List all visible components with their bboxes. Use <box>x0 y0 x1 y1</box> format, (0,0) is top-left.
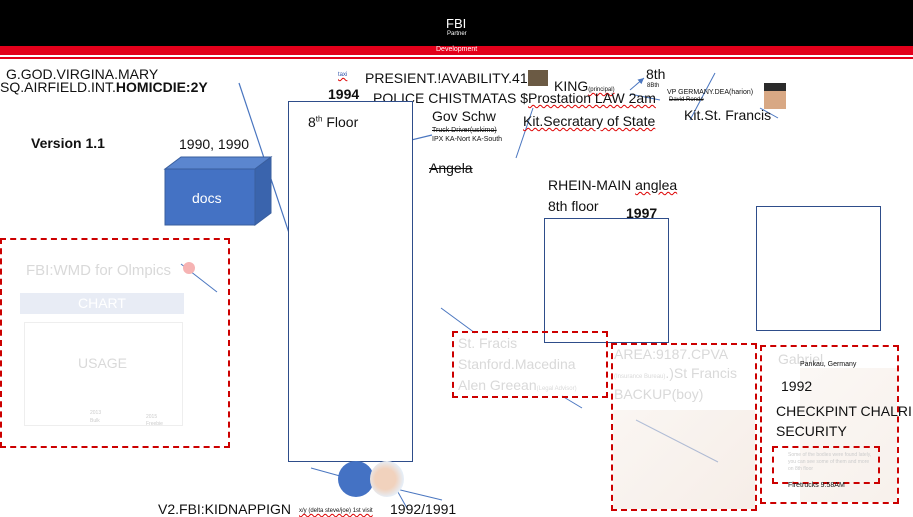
label-stanford: Stanford.Macedina <box>458 356 576 372</box>
label-truck: Truck Driver(uskimo) <box>432 127 497 134</box>
label-president: PRESIENT.!AVABILITY.41 <box>365 70 528 86</box>
version-label: Version 1.1 <box>31 135 105 151</box>
label-firetrucks: Firetrucks 9:58AM <box>788 482 845 489</box>
label-ipx: IPX KA-Nort KA-South <box>432 136 503 143</box>
wmd-chart-bar <box>20 293 184 314</box>
label-alen: Alen Greean(Legal Advisor) <box>458 377 577 393</box>
label-airfield: SQ.AIRFIELD.INT.HOMICDIE:2Y <box>0 79 208 95</box>
label-floor-text: Floor <box>326 114 359 130</box>
wmd-tick-1b: Bulk <box>90 418 100 424</box>
label-note-small: Some of the bodies were found lately, yo… <box>788 452 872 472</box>
label-king-text: KING <box>554 78 589 94</box>
label-area: AREA:9187.CPVA <box>614 346 729 362</box>
wmd-dot <box>183 262 195 274</box>
label-airfield-text: SQ.AIRFIELD.INT. <box>0 79 116 95</box>
gabriel-panel <box>760 345 899 504</box>
label-vp: VP GERMANY.DEA(harion) <box>667 89 754 96</box>
wmd-panel <box>0 238 230 448</box>
header-subtitle: Partner <box>447 31 467 37</box>
label-8th-floor-2: 8th floor <box>548 198 599 214</box>
kidnap-photo <box>370 461 404 497</box>
label-8-num: 8 <box>308 114 316 130</box>
arrow-king-8th <box>629 77 645 91</box>
wmd-tick-1: 2013 <box>90 410 102 416</box>
label-kid-sub: x/y (delta steve/joe) 1st visit <box>299 508 373 514</box>
label-area-sub: (Insurance Bureau).)St Francis <box>614 365 737 381</box>
baby-photo <box>613 410 755 509</box>
label-security: SECURITY <box>776 423 847 439</box>
header-ribbon: Development <box>0 46 913 55</box>
wmd-usage-label: USAGE <box>78 355 128 371</box>
label-alen-sub: (Legal Advisor) <box>536 386 577 392</box>
label-stfrancis-2: .)St Francis <box>665 365 737 381</box>
firetruck-box <box>772 446 880 484</box>
wmd-chart-label: CHART <box>78 295 126 311</box>
label-pankau: Pankau, Germany <box>800 361 857 368</box>
label-god: G.GOD.VIRGINA.MARY <box>6 66 159 82</box>
label-8th-floor: 8th Floor <box>308 114 358 130</box>
box-middle <box>544 218 669 343</box>
wmd-tick-2b: Freebie <box>146 421 163 427</box>
label-kidnapping: V2.FBI:KIDNAPPIGN <box>158 501 292 517</box>
label-area-sub-text: (Insurance Bureau) <box>614 374 666 380</box>
king-photo <box>528 70 548 86</box>
label-gabriel: Gabriel <box>778 351 824 367</box>
docs-cube <box>163 156 273 226</box>
label-rhein: RHEIN-MAIN anglea <box>548 177 677 193</box>
label-1992: 1992 <box>781 378 813 394</box>
label-1994: 1994 <box>328 86 360 102</box>
label-8-sup: th <box>315 114 323 124</box>
stfrancis-panel <box>452 331 608 398</box>
label-anglea: anglea <box>635 177 678 193</box>
line-kid-left <box>310 467 341 477</box>
label-alen-text: Alen Greean <box>458 377 537 393</box>
label-angela: Angela <box>429 160 473 176</box>
box-right <box>756 206 881 331</box>
label-kit-secretary: Kit.Secratary of State <box>523 113 656 129</box>
label-1997: 1997 <box>626 205 658 221</box>
kidnap-dot <box>338 461 374 497</box>
label-prostation: Prostation LAW 2am <box>528 90 656 106</box>
label-kit-francis: Kit.St. Francis <box>684 107 772 123</box>
label-vp-sub: David Ronde <box>669 97 704 103</box>
label-years-1990: 1990, 1990 <box>179 136 250 152</box>
label-gov: Gov Schw <box>432 108 496 124</box>
wmd-tick-2: 2015 <box>146 414 158 420</box>
gabriel-photo <box>800 368 897 502</box>
label-homicide: HOMICDIE:2Y <box>115 79 208 95</box>
docs-label: docs <box>192 190 222 206</box>
header-bar: FBI Partner <box>0 0 913 46</box>
wmd-usage-box <box>24 322 183 426</box>
label-backup: BACKUP(boy) <box>614 386 704 402</box>
label-tiny-top: taxi <box>338 72 348 78</box>
label-king: KING(principal) <box>554 78 615 94</box>
label-king-sub: (principal) <box>588 87 615 93</box>
wmd-title: FBI:WMD for Olmpics <box>26 262 171 279</box>
label-8th-top: 8th <box>646 66 666 82</box>
label-rhein-text: RHEIN-MAIN <box>548 177 632 193</box>
ribbon-label: Development <box>436 46 478 53</box>
header-title: FBI <box>446 16 467 31</box>
label-years-kid: 1992/1991 <box>390 501 457 517</box>
floor-column <box>288 101 413 462</box>
divider-line <box>0 57 913 59</box>
vp-photo <box>764 83 786 109</box>
label-stfrancis: St. Fracis <box>458 335 518 351</box>
line-stfrancis <box>440 307 476 334</box>
label-8th-small: 8Bth <box>647 83 660 89</box>
backup-panel <box>611 343 757 511</box>
label-checkpoint: CHECKPINT CHALRIE <box>776 403 913 419</box>
